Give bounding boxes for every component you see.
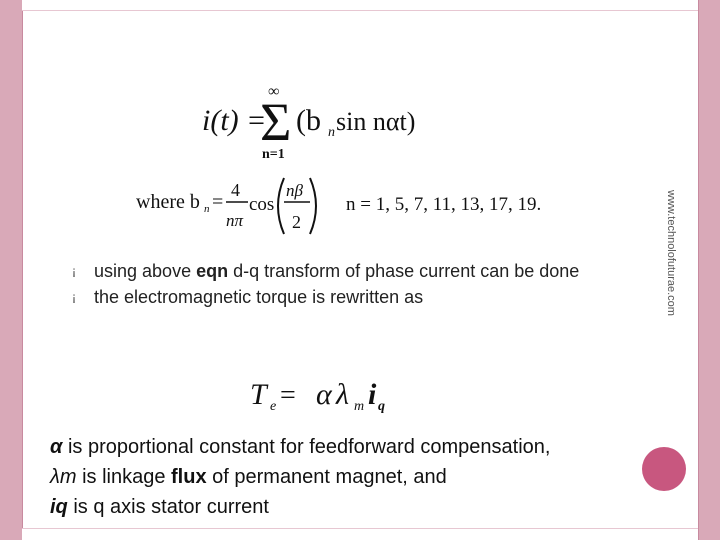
bullet-text-bold: eqn [196, 261, 229, 281]
torque-equation: T e = α λ m i q [250, 378, 385, 414]
bullet-marker: ¡ [72, 290, 76, 304]
left-border [0, 0, 22, 540]
def-symbol: α [50, 436, 63, 458]
eq3-i: i [368, 378, 377, 411]
bottom-border [22, 528, 698, 541]
symbol-definitions: α is proportional constant for feedforwa… [50, 432, 550, 522]
fourier-series-equation: i(t) = ∞ Σ n=1 (b n sin nαt) [202, 83, 415, 162]
definition-alpha: α is proportional constant for feedforwa… [50, 432, 550, 462]
sum-symbol: Σ [260, 92, 291, 152]
def-text: is q axis stator current [67, 496, 269, 518]
bullet-item: ¡ using above eqn d-q transform of phase… [72, 258, 692, 284]
bullet-list: ¡ using above eqn d-q transform of phase… [72, 258, 692, 310]
bullet-text: using above eqn d-q transform of phase c… [94, 258, 579, 284]
bullet-text-before: using above [94, 261, 197, 281]
def-text: is proportional constant for feedforward… [62, 436, 551, 458]
bullet-text-after: d-q transform of phase current can be do… [228, 261, 580, 281]
definition-iq: iq is q axis stator current [50, 492, 550, 522]
eq3-lambda-sub: m [354, 399, 364, 414]
eq3-lhs-sub: e [270, 399, 276, 414]
eq2-cos: cos [249, 194, 274, 215]
eq2-where: where b [136, 191, 200, 213]
left-border-inner [22, 0, 37, 540]
coefficient-equation: where b n = 4 nπ cos nβ 2 n = 1, 5, 7, 1… [136, 177, 541, 235]
eq2-right-paren [309, 177, 317, 235]
eq2-n-values: n = 1, 5, 7, 11, 13, 17, 19. [346, 194, 541, 215]
top-border [22, 0, 698, 11]
def-symbol: iq [50, 496, 68, 518]
eq1-body-sub: n [328, 125, 335, 140]
eq2-where-sub: n [204, 203, 210, 215]
eq2-frac-num: 4 [231, 180, 240, 200]
eq3-equals: = [280, 380, 296, 411]
eq1-body: (b [296, 104, 321, 137]
eq2-left-paren [277, 177, 285, 235]
definition-lambda: λm is linkage flux of permanent magnet, … [50, 462, 550, 492]
decorative-circle [642, 447, 686, 491]
eq2-arg-den: 2 [292, 212, 301, 232]
eq2-arg-num: nβ [286, 181, 304, 200]
right-border [698, 0, 720, 540]
bullet-item: ¡ the electromagnetic torque is rewritte… [72, 284, 692, 310]
eq1-sum-upper: ∞ [268, 83, 279, 100]
eq3-i-sub: q [378, 399, 385, 414]
eq3-lhs: T [250, 378, 269, 411]
def-bold: flux [171, 466, 207, 488]
eq3-alpha: α [316, 378, 333, 411]
eq3-lambda: λ [335, 378, 349, 411]
eq2-equals: = [212, 191, 223, 213]
bullet-marker: ¡ [72, 264, 76, 278]
def-symbol: λm [50, 466, 77, 488]
def-text: is linkage [76, 466, 172, 488]
bullet-text-before: the electromagnetic torque is rewritten … [94, 287, 424, 307]
def-after: of permanent magnet, and [206, 466, 447, 488]
right-border-inner [684, 0, 699, 540]
bullet-text: the electromagnetic torque is rewritten … [94, 284, 423, 310]
eq1-lhs: i(t) = [202, 104, 266, 137]
eq1-body-rest: sin nαt) [336, 107, 415, 136]
eq2-frac-den: nπ [226, 211, 244, 230]
eq1-sum-lower: n=1 [262, 147, 285, 162]
